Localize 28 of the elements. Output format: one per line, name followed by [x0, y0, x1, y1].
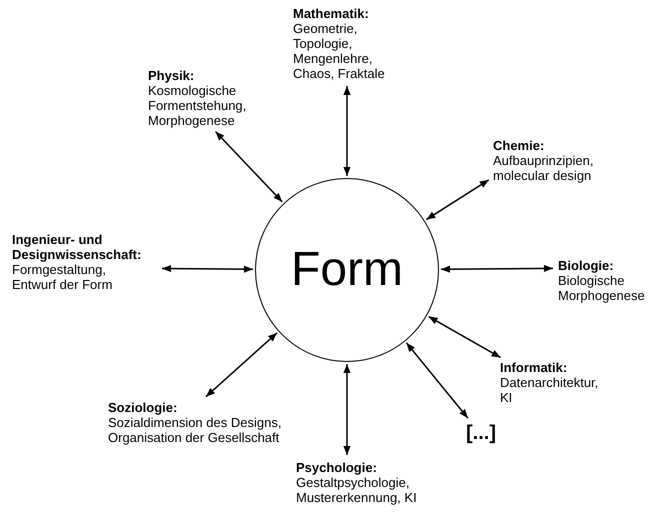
- discipline-topics: Kosmologische Formentstehung, Morphogenese: [148, 83, 248, 128]
- discipline-topics: Datenarchitektur, KI: [500, 375, 600, 405]
- discipline-topics: Aufbauprinzipien, molecular design: [493, 153, 594, 183]
- ellipsis-label: [...]: [466, 422, 496, 444]
- double-headed-arrow: [205, 332, 278, 398]
- discipline-heading: Soziologie:: [108, 400, 178, 415]
- double-headed-arrow: [162, 264, 254, 273]
- discipline-topics: Gestaltpsychologie, Mustererkennung, KI: [296, 475, 418, 505]
- double-headed-arrow: [406, 342, 468, 419]
- double-headed-arrow: [343, 86, 351, 176]
- central-circle: [255, 178, 439, 362]
- double-headed-arrow: [215, 131, 283, 202]
- double-headed-arrow: [426, 179, 490, 220]
- discipline-heading: Mathematik:: [293, 6, 370, 21]
- discipline-topics: Geometrie, Topologie, Mengenlehre, Chaos, Fraktale: [293, 21, 386, 81]
- discipline-topics: Formgestaltung, Entwurf der Form: [12, 262, 114, 292]
- double-headed-arrow: [428, 316, 501, 358]
- discipline-topics: Biologische Morphogenese: [558, 273, 646, 303]
- center-label: Form: [291, 246, 403, 294]
- discipline-topics: Sozialdimension des Designs, Organisation der Gesellschaft: [108, 415, 282, 445]
- discipline-heading: Informatik:: [500, 360, 568, 375]
- discipline-heading: Ingenieur- und Designwissenschaft:: [12, 232, 142, 262]
- double-headed-arrow: [440, 264, 553, 273]
- discipline-heading: Psychologie:: [296, 460, 378, 475]
- discipline-heading: Chemie:: [493, 138, 546, 153]
- discipline-heading: Physik:: [148, 68, 196, 83]
- double-headed-arrow: [343, 364, 351, 455]
- discipline-heading: Biologie:: [558, 258, 615, 273]
